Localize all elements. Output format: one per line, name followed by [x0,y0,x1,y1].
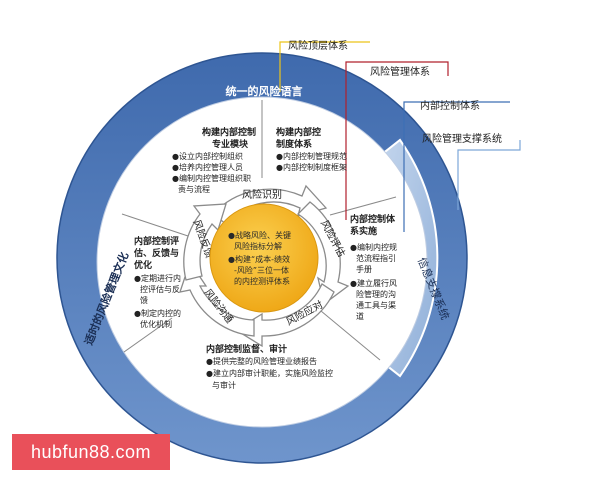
section-top-right: 构建内部控 制度体系 ●内部控制管理规范 ●内部控制制度框架 [276,126,347,172]
callout-leader-4 [457,140,521,210]
section-top-left: 构建内部控制 专业模块 ●设立内部控制组织 ●培养内控管理人员 ●编制内控管理组… [172,126,256,194]
section-top-left-bullet-2: ●培养内控管理人员 [172,162,243,172]
section-left: 内部控制评 估、反馈与 优化 ●定期进行内 控评估与反 馈 ●制定内控的 优化机… [133,235,181,329]
callout-leader-1 [279,41,370,92]
center-line-5: 的内控测评体系 [234,276,290,286]
process-arrow-ring [179,184,350,348]
section-top-left-bullet-3: ●编制内控管理组织职 [172,173,251,183]
section-bottom-bullet-2: ●建立内部审计职能，实施风险监控 [206,368,333,378]
section-right-bullet-4: ●建立履行风 [350,278,397,288]
section-bottom-title: 内部控制监督、审计 [206,343,287,355]
center-line-2: 风险指标分解 [234,241,282,251]
center-line-3: ●构建“成本-绩效 [228,254,290,264]
section-left-bullet-4: ●制定内控的 [134,308,181,318]
section-top-right-bullet-2: ●内部控制制度框架 [276,162,347,172]
section-dividers [121,100,397,361]
section-left-title-3: 优化 [134,259,152,271]
section-bottom: 内部控制监督、审计 ●提供完整的风险管理业绩报告 ●建立内部审计职能，实施风险监… [206,343,333,390]
section-left-title-2: 估、反馈与 [133,247,179,259]
section-top-right-title-1: 构建内部控 [276,126,321,138]
section-right-bullet-1: ●编制内控规 [350,242,397,252]
section-right-bullet-5: 险管理的沟 [356,289,396,299]
section-right-bullet-6: 通工具与渠 [356,300,396,310]
center-disc [209,203,319,313]
section-right-bullet-3: 手册 [356,264,372,274]
section-left-bullet-2: 控评估与反 [140,284,180,294]
section-bottom-bullet-3: 与审计 [212,380,236,390]
center-text: ●战略风险、关键 风险指标分解 ●构建“成本-绩效 -风险”三位一体 的内控测评… [228,230,291,286]
callout-risk-management-system: 风险管理体系 [370,65,430,78]
outer-label-top: 统一的风险语言 [226,84,303,98]
section-top-right-bullet-1: ●内部控制管理规范 [276,151,347,161]
arrow-label-identify: 风险识别 [242,188,282,201]
section-left-bullet-5: 优化机制 [140,319,172,329]
section-left-bullet-1: ●定期进行内 [134,273,181,283]
center-line-4: -风险”三位一体 [234,265,289,275]
section-top-left-title-2: 专业模块 [212,138,249,150]
section-left-bullet-3: 馈 [140,295,148,305]
section-right-title-1: 内部控制体 [350,213,396,225]
callout-leader-3 [403,101,510,232]
callout-internal-control-system: 内部控制体系 [420,99,480,112]
section-top-left-title-1: 构建内部控制 [202,126,256,138]
section-right-bullet-2: 范流程指引 [356,253,396,263]
section-top-left-bullet-4: 责与流程 [178,184,210,194]
section-left-title-1: 内部控制评 [134,235,179,247]
section-top-right-title-2: 制度体系 [276,138,312,150]
center-line-1: ●战略风险、关键 [228,230,291,240]
watermark-badge: hubfun88.com [12,434,170,470]
arrow-segment-feedback [183,203,227,281]
callout-risk-support-system: 风险管理支撑系统 [422,132,502,145]
section-bottom-bullet-1: ●提供完整的风险管理业绩报告 [206,356,317,366]
section-right-bullet-7: 道 [356,311,364,321]
callout-leader-2 [345,61,449,220]
section-right: 内部控制体 系实施 ●编制内控规 范流程指引 手册 ●建立履行风 险管理的沟 通… [350,213,397,321]
section-right-title-2: 系实施 [350,225,377,237]
callout-leaders [279,41,521,232]
callout-risk-top-system: 风险顶层体系 [288,39,348,52]
section-top-left-bullet-1: ●设立内部控制组织 [172,151,243,161]
